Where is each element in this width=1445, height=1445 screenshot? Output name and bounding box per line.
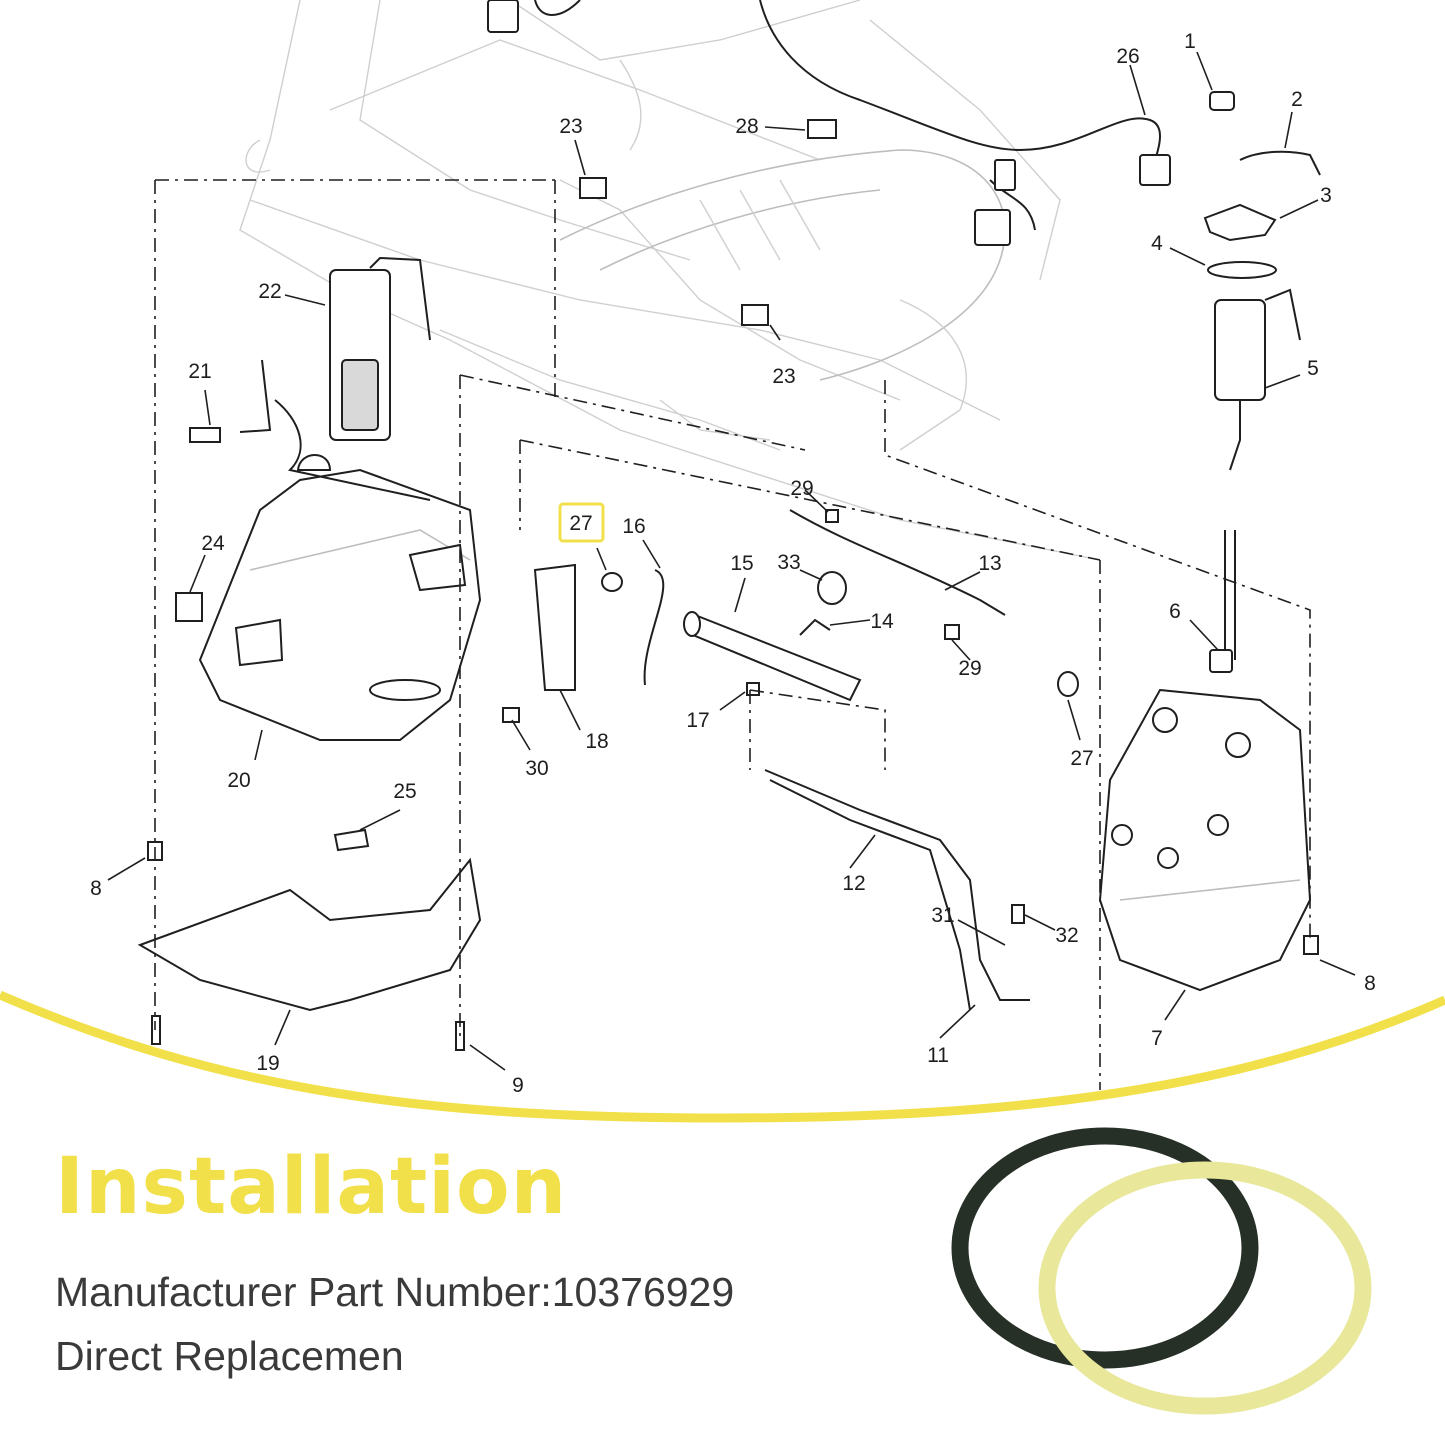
callout-29-top: 29	[790, 477, 813, 500]
callout-9: 9	[512, 1074, 524, 1097]
callout-20: 20	[227, 769, 250, 792]
callout-23-top: 23	[559, 115, 582, 138]
fasteners	[147, 119, 1319, 1051]
callout-6: 6	[1169, 600, 1181, 623]
manufacturer-part-number-text: Manufacturer Part Number:10376929	[55, 1269, 735, 1315]
callout-18: 18	[585, 730, 608, 753]
direct-replacement-text: Direct Replacemen	[55, 1333, 404, 1379]
fuel-tank-right-7	[1098, 688, 1312, 992]
callout-15: 15	[730, 552, 753, 575]
dark-o-ring	[951, 1127, 1259, 1369]
callout-26: 26	[1116, 45, 1139, 68]
callout-5: 5	[1307, 357, 1319, 380]
callout-7: 7	[1151, 1027, 1163, 1050]
callout-32: 32	[1055, 924, 1078, 947]
callout-12: 12	[842, 872, 865, 895]
yellow-wave-divider	[0, 990, 1445, 1123]
callout-1: 1	[1184, 30, 1196, 53]
callout-2: 2	[1291, 88, 1303, 111]
callout-28: 28	[735, 115, 758, 138]
callout-labels: 1 2 3 4 5 6 7 8 8 9 11 12 13 14 15 16 17…	[90, 30, 1376, 1097]
callout-23-mid: 23	[772, 365, 795, 388]
callout-14: 14	[870, 610, 894, 633]
callout-19: 19	[256, 1052, 279, 1075]
callout-13: 13	[978, 552, 1001, 575]
fuel-tank-left-20	[198, 454, 482, 741]
installation-title: Installation	[55, 1142, 568, 1232]
callout-3: 3	[1320, 184, 1332, 207]
callout-33: 33	[777, 551, 800, 574]
yellow-o-ring	[1038, 1161, 1372, 1415]
callout-29-bottom: 29	[958, 657, 981, 680]
callout-30: 30	[525, 757, 548, 780]
callout-31: 31	[931, 904, 954, 927]
callout-27-right: 27	[1070, 747, 1093, 770]
callout-8-right: 8	[1364, 972, 1376, 995]
callout-8-left: 8	[90, 877, 102, 900]
callout-17: 17	[686, 709, 709, 732]
callout-25: 25	[393, 780, 416, 803]
wiring-harness-26	[487, 0, 1171, 246]
vapor-lines-11-12	[764, 769, 1030, 1011]
dash-dot-guide-lines	[154, 179, 1311, 1090]
callout-16: 16	[622, 515, 645, 538]
fuel-pump-module-22	[189, 256, 431, 501]
o-ring-seal-pair-photo	[951, 1127, 1372, 1415]
callout-27-highlighted: 27	[569, 512, 592, 535]
callout-22: 22	[258, 280, 281, 303]
bottom-white-panel	[0, 995, 1445, 1445]
filler-pipe-assembly-15	[533, 509, 1006, 702]
leader-lines	[107, 51, 1356, 1071]
fuel-pump-module-5	[1203, 91, 1321, 673]
callout-27-highlight-box	[558, 502, 605, 543]
callout-11: 11	[927, 1044, 949, 1067]
callout-24: 24	[201, 532, 225, 555]
callout-4: 4	[1151, 232, 1163, 255]
callout-21: 21	[188, 360, 211, 383]
fuel-tank-shield-19	[137, 592, 482, 1012]
